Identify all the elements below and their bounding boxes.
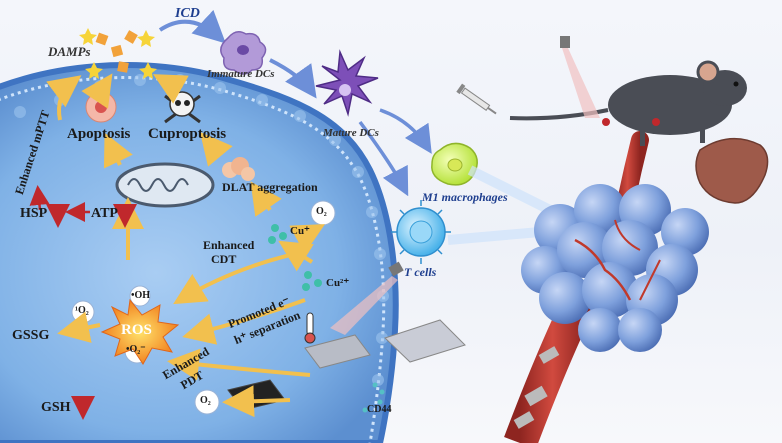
oh-bubble [129, 285, 151, 307]
cancer-cell [0, 62, 399, 443]
pathway-arrows [46, 73, 325, 418]
o2-bottom-label: O₂ [200, 395, 211, 406]
arrow-to-m1 [379, 108, 432, 154]
cuproptosis-label: Cuproptosis [148, 126, 227, 142]
apoptosis-cell-icon [85, 91, 117, 123]
m1-macrophage-cell [431, 142, 478, 186]
thermometer-icon [304, 312, 316, 344]
arrow-to-tcell [358, 120, 409, 197]
gssg-label: GSSG [12, 328, 50, 343]
dlat-aggregation-label: DLAT aggregation [222, 180, 318, 194]
immature-dcs-label: Immature DCs [207, 68, 275, 80]
decrease-arrows [46, 204, 137, 420]
cd44-label: CD44 [367, 404, 392, 415]
dlat-aggregate-icon [222, 157, 255, 181]
mouse-icon [509, 60, 747, 146]
apoptosis-label: Apoptosis [67, 126, 131, 142]
o2-bubble-bottom [194, 389, 220, 415]
singlet-o2-label: ¹O₂ [75, 305, 89, 316]
enhanced-cdt-line1: Enhanced [203, 238, 255, 252]
t-cell [391, 200, 451, 264]
cd44-receptors [362, 382, 385, 413]
ros-label: ROS [121, 322, 152, 338]
laser-icon [560, 36, 600, 118]
atp-label: ATP [91, 206, 118, 221]
immature-dc-cell [220, 31, 267, 75]
dc-maturation-arrow [269, 58, 317, 99]
cell-body [0, 62, 399, 443]
mitochondria-icon [115, 162, 215, 208]
damps-cluster [79, 28, 157, 79]
cu-plus-label: Cu⁺ [290, 225, 310, 237]
tcell-beam [447, 227, 541, 245]
cu2-plus-label: Cu²⁺ [326, 277, 350, 289]
tumor-mass [521, 184, 709, 352]
hsp-to-mptt-arrow [29, 185, 50, 211]
m1-beam [467, 165, 563, 220]
icd-label: ICD [175, 6, 200, 21]
mature-dcs-label: Mature DCs [323, 127, 379, 139]
cell-laser-icon [330, 261, 404, 335]
hsp-label: HSP [20, 206, 48, 221]
damps-label: DAMPs [48, 44, 91, 59]
liver-icon [695, 137, 769, 204]
superoxide-label: •O₂⁻ [126, 344, 146, 355]
mature-dc-cell [315, 49, 379, 117]
syringe-icon [456, 83, 497, 115]
ros-burst [100, 298, 180, 365]
oh-radical-label: •OH [131, 290, 151, 301]
o2-top-label: O₂ [316, 206, 327, 217]
icd-arrow [158, 9, 226, 44]
enhanced-cdt-line2: CDT [211, 252, 237, 266]
m1-macrophages-label: M1 macrophages [422, 190, 508, 204]
gsh-label: GSH [41, 400, 71, 415]
t-cells-label: T cells [404, 265, 437, 279]
cu-particles [268, 224, 322, 291]
